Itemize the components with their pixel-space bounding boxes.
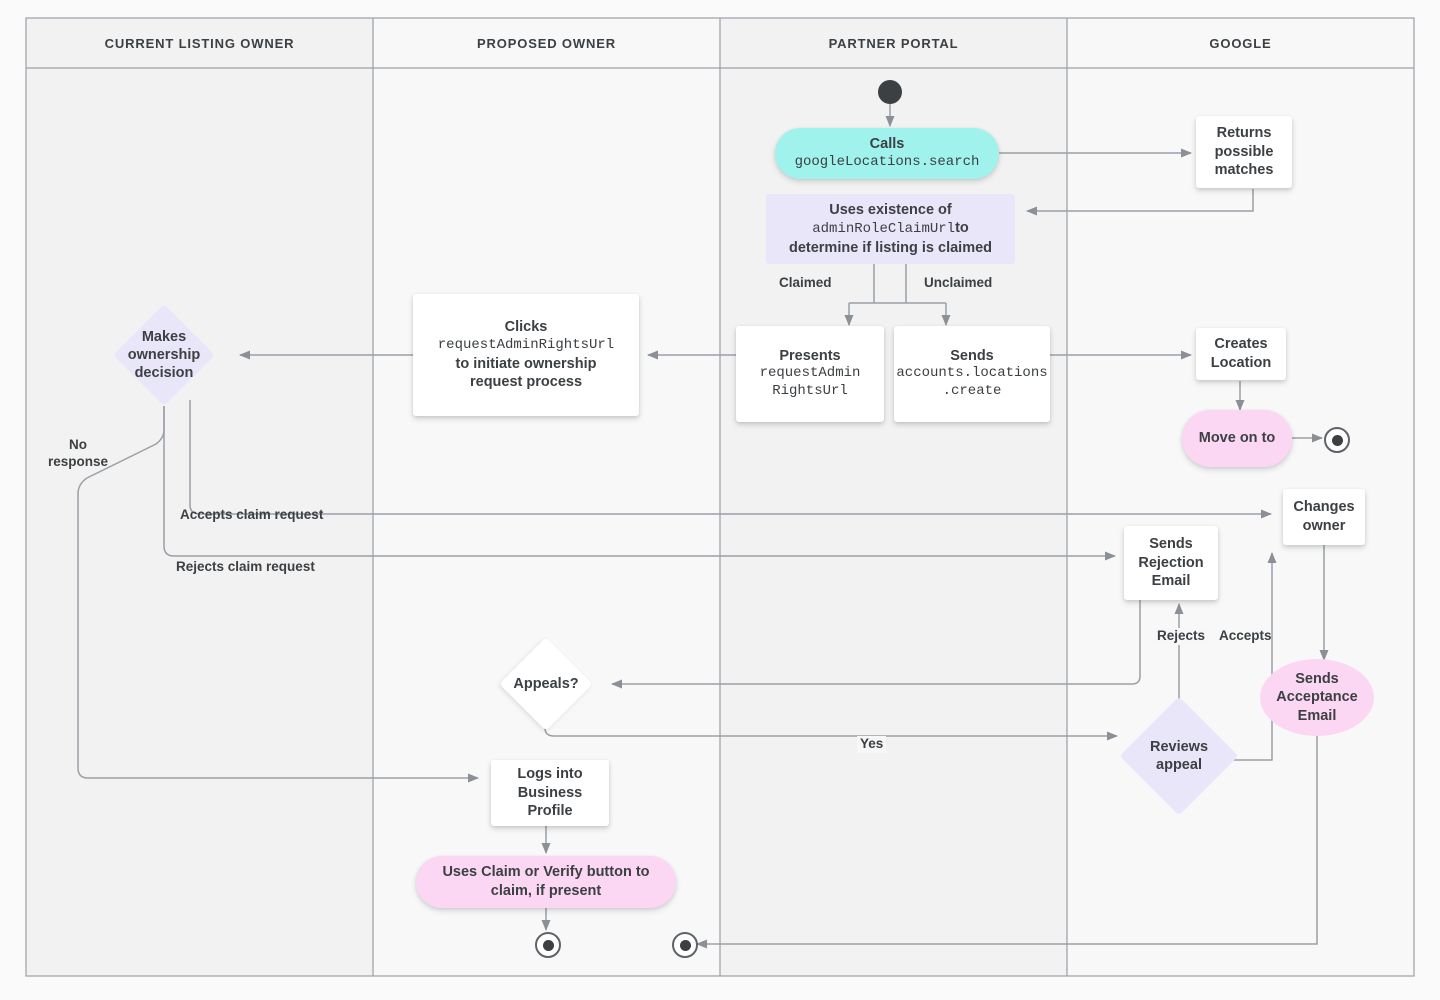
node-line-3: RightsUrl [772, 383, 848, 400]
node-line-2: adminRoleClaimUrl [812, 221, 956, 238]
lane-header-current-listing-owner: CURRENT LISTING OWNER [26, 18, 373, 68]
node-sends-rejection-email[interactable]: Sends Rejection Email [1124, 526, 1218, 600]
node-label: Makes ownership decision [127, 328, 201, 382]
node-returns-possible-matches[interactable]: Returns possible matches [1196, 116, 1292, 188]
node-creates-location[interactable]: Creates Location [1196, 328, 1286, 380]
node-reviews-appeal[interactable]: Reviews appeal [1119, 696, 1239, 816]
edge-label-no-response: No response [47, 437, 109, 469]
edge-label-accepts: Accepts [1219, 628, 1272, 643]
node-calls-google-locations-search[interactable]: Calls googleLocations.search [775, 128, 999, 179]
node-line-1: Clicks [504, 319, 548, 336]
node-changes-owner[interactable]: Changes owner [1283, 489, 1365, 545]
node-logs-into-business-profile[interactable]: Logs into Business Profile [491, 760, 609, 826]
node-label: Sends Rejection Email [1138, 536, 1204, 590]
node-line-1: Calls [869, 136, 905, 153]
node-line-1: Presents [779, 347, 841, 364]
lane-header-proposed-owner: PROPOSED OWNER [373, 18, 720, 68]
node-makes-ownership-decision[interactable]: Makes ownership decision [113, 304, 215, 406]
node-line-3: to [955, 220, 969, 237]
node-line-1: Sends [950, 347, 994, 364]
node-move-on-to[interactable]: Move on to [1182, 410, 1292, 467]
edge-label-accepts-claim-request: Accepts claim request [180, 507, 324, 522]
edge-label-rejects: Rejects [1154, 628, 1209, 645]
node-label: Appeals? [513, 675, 579, 692]
node-uses-existence-of-admin-role-claim-url[interactable]: Uses existence of adminRoleClaimUrlto de… [766, 194, 1015, 264]
node-sends-accounts-locations-create[interactable]: Sends accounts.locations .create [894, 326, 1050, 422]
node-line-2: requestAdminRightsUrl [437, 336, 615, 353]
node-presents-request-admin-rights-url[interactable]: Presents requestAdmin RightsUrl [736, 326, 884, 422]
node-line-3: to initiate ownership [455, 355, 597, 372]
lane-header-partner-portal: PARTNER PORTAL [720, 18, 1067, 68]
node-line-4: request process [469, 374, 583, 391]
node-line-4: determine if listing is claimed [788, 239, 993, 256]
edge-label-unclaimed: Unclaimed [924, 275, 993, 290]
lane-header-google: GOOGLE [1067, 18, 1414, 68]
node-line-2: accounts.locations [896, 365, 1048, 382]
node-label: Sends Acceptance Email [1276, 670, 1358, 724]
node-clicks-request-admin-rights-url[interactable]: Clicks requestAdminRightsUrl to initiate… [413, 294, 639, 416]
end-node-partner-portal [672, 932, 698, 958]
node-line-2: googleLocations.search [794, 153, 980, 170]
node-appeals-decision[interactable]: Appeals? [499, 637, 593, 731]
node-line-1: Uses existence of [829, 201, 952, 218]
node-label: Uses Claim or Verify button to claim, if… [442, 864, 650, 899]
lane-label: GOOGLE [1209, 35, 1272, 51]
lane-label: CURRENT LISTING OWNER [104, 35, 295, 51]
node-label: Reviews appeal [1149, 738, 1209, 773]
edge-label-yes: Yes [857, 736, 887, 753]
node-line-3: .create [942, 383, 1002, 400]
lane-label: PARTNER PORTAL [828, 35, 959, 51]
node-label: Move on to [1198, 430, 1276, 447]
node-label: Returns possible matches [1214, 125, 1274, 179]
lane-label: PROPOSED OWNER [476, 35, 617, 51]
node-label: Creates Location [1210, 336, 1272, 371]
edge-label-claimed: Claimed [779, 275, 832, 290]
node-label: Logs into Business Profile [517, 766, 583, 820]
node-uses-claim-or-verify-button[interactable]: Uses Claim or Verify button to claim, if… [416, 856, 676, 908]
end-node-proposed-owner [535, 932, 561, 958]
start-node-partner-portal [878, 80, 902, 104]
node-sends-acceptance-email[interactable]: Sends Acceptance Email [1260, 659, 1374, 736]
edge-label-rejects-claim-request: Rejects claim request [176, 559, 315, 574]
node-line-2-row: adminRoleClaimUrlto [812, 219, 969, 239]
node-label: Changes owner [1293, 499, 1355, 534]
node-line-2: requestAdmin [759, 365, 861, 382]
end-node-google [1324, 427, 1350, 453]
